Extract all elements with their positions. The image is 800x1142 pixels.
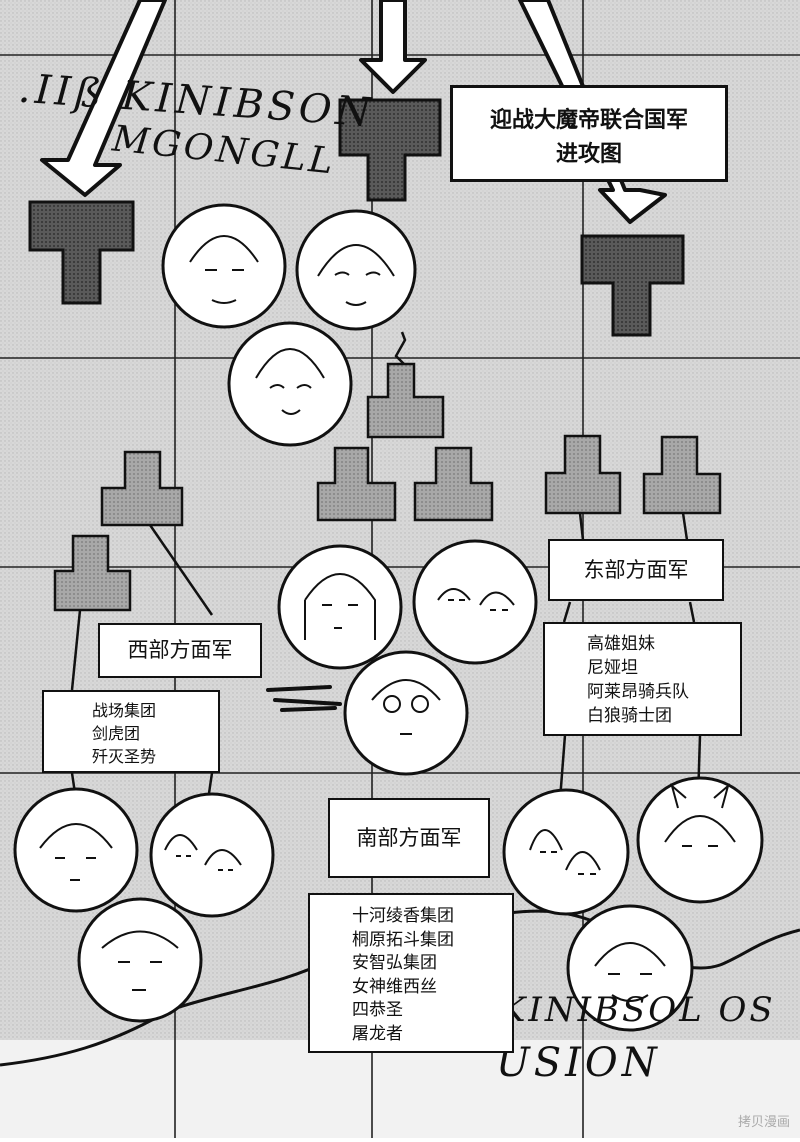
connector-lines bbox=[70, 331, 702, 801]
script-lettering-east: KINIBSOL OS bbox=[500, 990, 776, 1030]
unit-item: 歼灭圣势 bbox=[92, 747, 157, 766]
portrait-west-swordsman bbox=[13, 787, 139, 913]
marker-east-commander bbox=[580, 234, 685, 337]
script-lettering-east-2: USION bbox=[496, 1040, 661, 1086]
arrow-center bbox=[359, 0, 427, 94]
unit-marker-east-right bbox=[642, 435, 722, 515]
marker-center-commander bbox=[338, 98, 442, 202]
unit-item: 高雄姐妹 bbox=[587, 634, 655, 654]
unit-markers bbox=[53, 362, 722, 612]
watermark: 拷贝漫画 bbox=[737, 1115, 790, 1130]
marker-west-commander bbox=[28, 200, 135, 305]
unit-marker-west-mid bbox=[53, 534, 132, 612]
title-line-2: 进攻图 bbox=[555, 142, 622, 167]
portrait-south-princess bbox=[277, 544, 403, 670]
unit-item: 阿莱昂骑兵队 bbox=[587, 682, 689, 702]
lower-white-area bbox=[0, 1040, 800, 1138]
portrait-south-glasses bbox=[343, 650, 469, 776]
portrait-east-catgirl bbox=[636, 776, 764, 904]
portrait-center-officer bbox=[227, 321, 353, 447]
unit-marker-west-top bbox=[100, 450, 184, 527]
unit-item: 桐原拓斗集团 bbox=[352, 929, 454, 950]
unit-item: 屠龙者 bbox=[352, 1023, 403, 1044]
portrait-west-masked bbox=[77, 897, 203, 1023]
scribble-marks bbox=[266, 685, 342, 712]
unit-item: 剑虎团 bbox=[92, 724, 141, 743]
unit-item: 尼娅坦 bbox=[587, 658, 638, 678]
portrait-center-commander bbox=[295, 209, 417, 331]
portrait-west-commander bbox=[161, 203, 287, 329]
east-units-list: 高雄姐妹 尼娅坦 阿莱昂骑兵队 白狼骑士团 bbox=[543, 622, 742, 736]
title-line-1: 迎战大魔帝联合国军 bbox=[489, 108, 688, 133]
portrait-south-pair bbox=[412, 539, 538, 665]
map-title: 迎战大魔帝联合国军 进攻图 bbox=[450, 85, 728, 182]
unit-item: 女神维西丝 bbox=[352, 976, 437, 997]
unit-marker-center-left bbox=[316, 446, 397, 522]
unit-marker-east-left bbox=[544, 434, 622, 515]
east-army-label: 东部方面军 bbox=[548, 539, 724, 601]
unit-item: 安智弘集团 bbox=[352, 953, 437, 973]
face-sketches bbox=[39, 235, 736, 1002]
unit-marker-center-top bbox=[366, 362, 445, 439]
arrow-west bbox=[40, 0, 167, 197]
unit-item: 四恭圣 bbox=[352, 1000, 403, 1020]
west-army-label: 西部方面军 bbox=[98, 623, 262, 678]
unit-item: 白狼骑士团 bbox=[587, 706, 672, 726]
unit-item: 战场集团 bbox=[92, 701, 157, 720]
south-units-list: 十河绫香集团 桐原拓斗集团 安智弘集团 女神维西丝 四恭圣 屠龙者 bbox=[308, 893, 514, 1053]
south-army-label: 南部方面军 bbox=[328, 798, 490, 878]
portrait-east-sisters bbox=[502, 788, 630, 916]
unit-item: 十河绫香集团 bbox=[352, 906, 454, 926]
unit-marker-center-right bbox=[413, 446, 494, 522]
west-units-list: 战场集团 剑虎团 歼灭圣势 bbox=[42, 690, 220, 773]
portrait-east-bearded bbox=[566, 904, 694, 1032]
